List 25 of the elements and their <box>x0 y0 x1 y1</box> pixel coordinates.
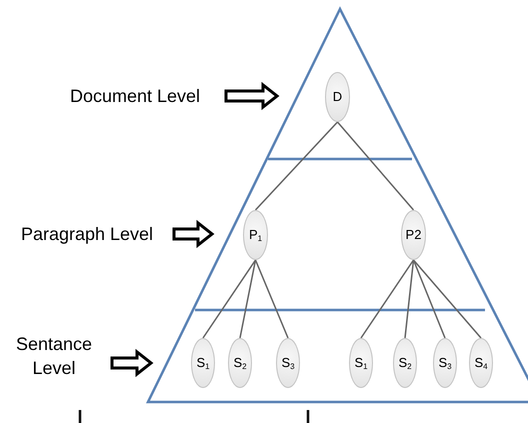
level-label: Document Level <box>52 83 218 109</box>
block-arrow <box>224 82 280 110</box>
tree-line <box>254 260 289 338</box>
ellipse-node: S$_{2}$ <box>228 338 252 388</box>
block-arrow <box>110 348 154 378</box>
tree-line <box>412 260 482 338</box>
ellipse-node: S$_{3}$ <box>433 338 457 388</box>
tree-line <box>404 260 414 338</box>
tree-line <box>360 260 414 338</box>
ellipse-node: P2 <box>401 210 426 260</box>
tree-line <box>239 260 256 338</box>
ellipse-node: S$_{1}$ <box>349 338 373 388</box>
tree-line <box>254 121 338 211</box>
level-label: Sentance Level <box>4 332 104 380</box>
ellipse-node: P$_{1}$ <box>243 210 268 260</box>
ellipse-node: S$_{1}$ <box>191 338 215 388</box>
ellipse-node: D <box>325 72 350 122</box>
tree-line <box>336 122 414 210</box>
block-arrow <box>172 220 214 248</box>
tree-line <box>412 260 446 338</box>
ellipse-node: S$_{4}$ <box>469 338 493 388</box>
ellipse-node: S$_{2}$ <box>393 338 417 388</box>
ellipse-node: S$_{3}$ <box>276 338 300 388</box>
tree-line <box>202 260 256 338</box>
level-label: Paragraph Level <box>8 221 166 247</box>
